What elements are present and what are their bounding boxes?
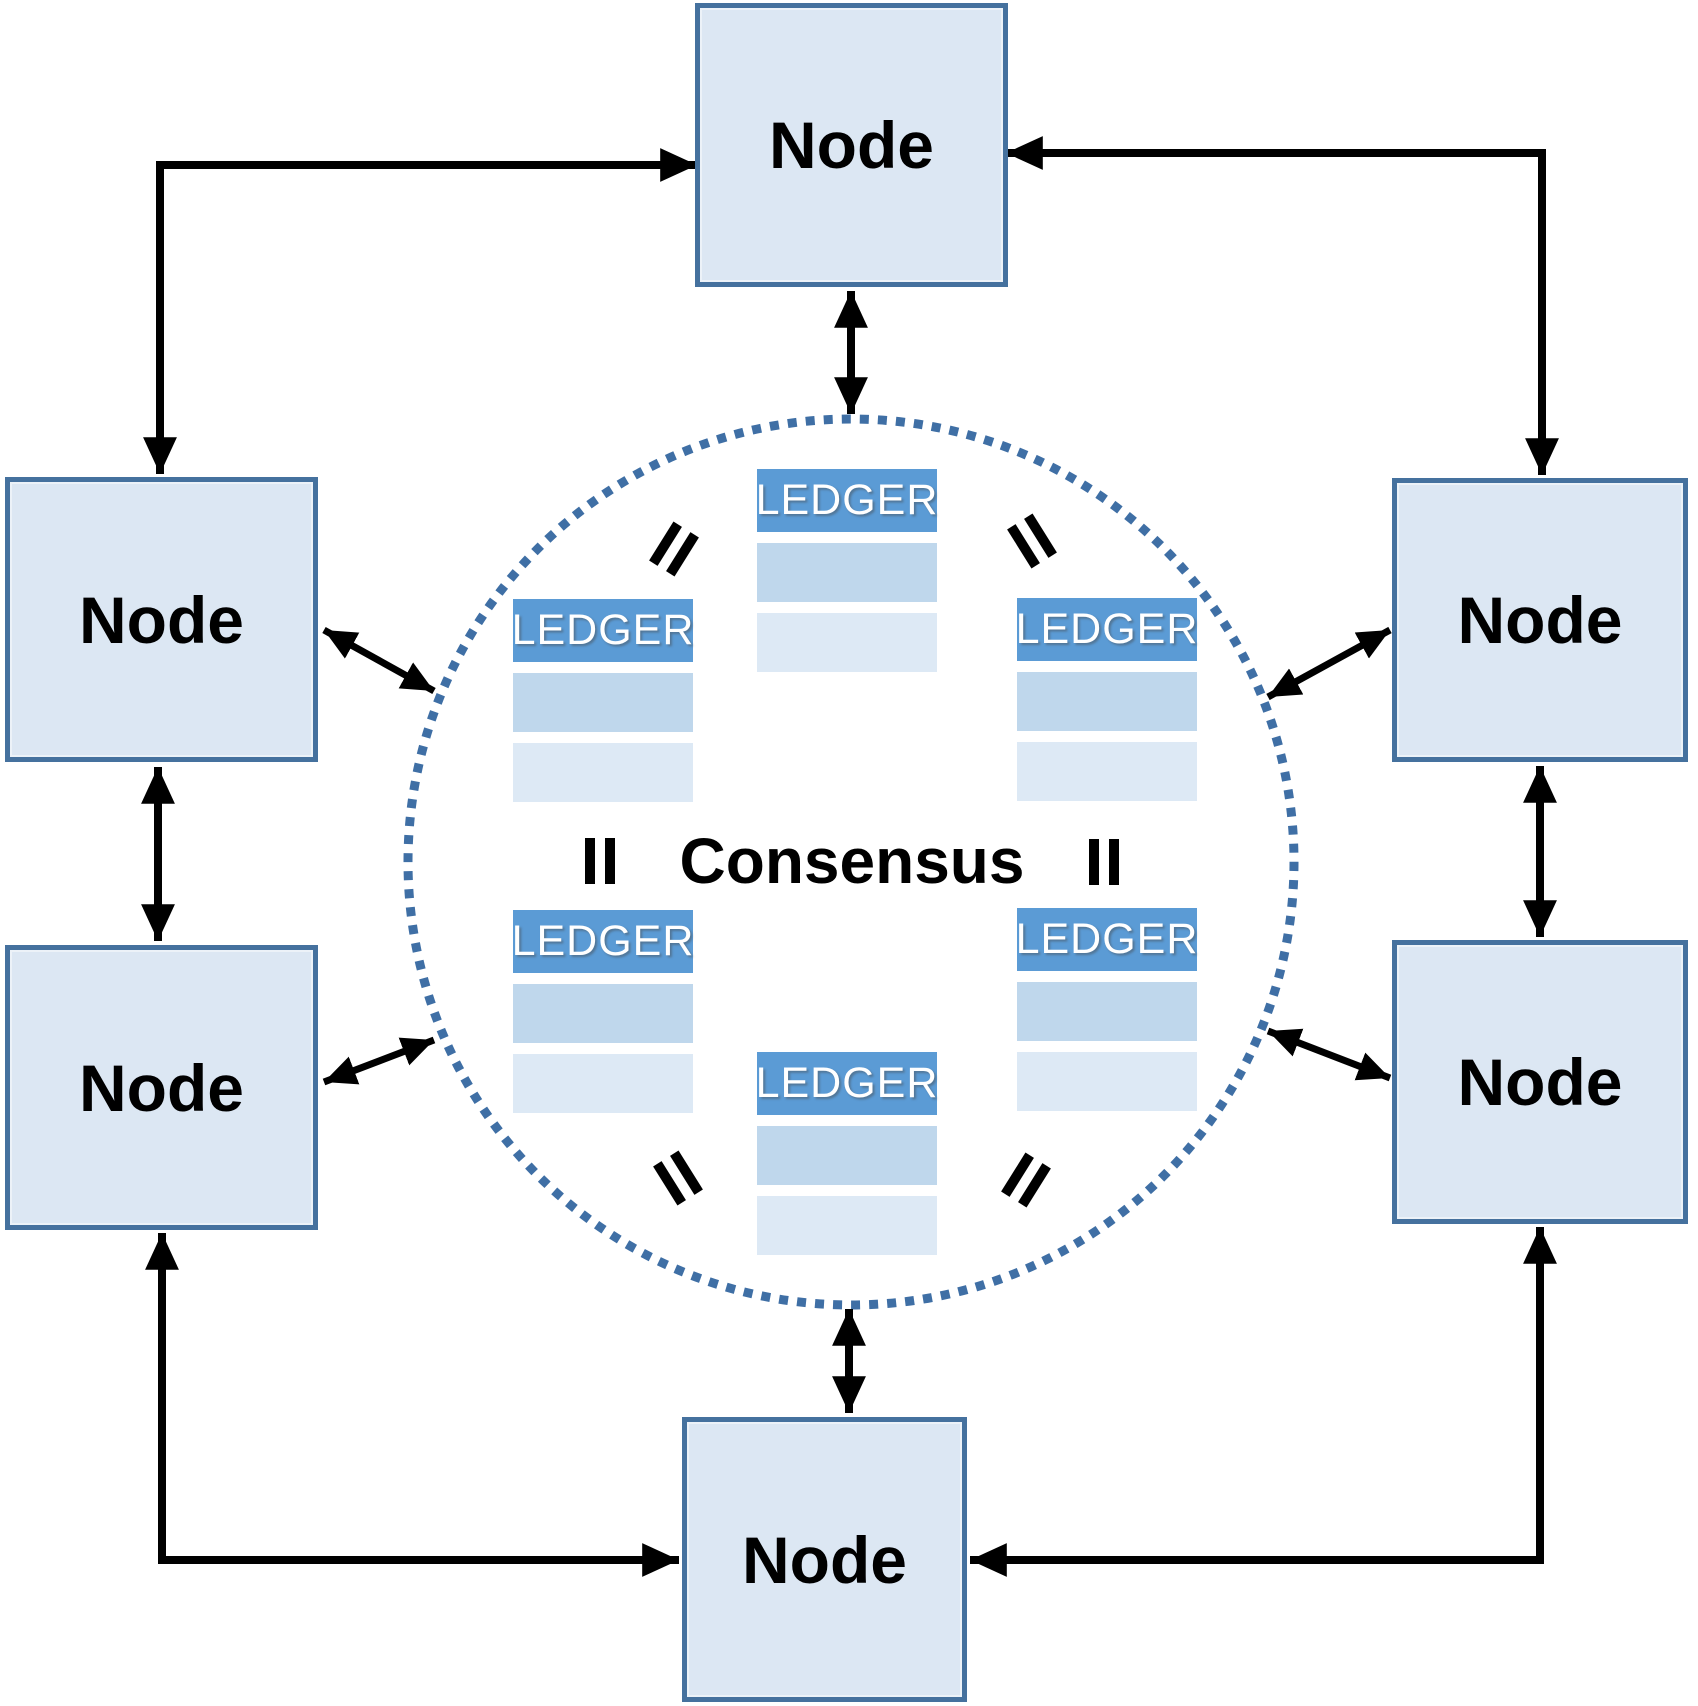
ledger-row bbox=[757, 543, 937, 602]
consensus-circle bbox=[403, 414, 1299, 1310]
consensus-label: Consensus bbox=[679, 825, 1025, 897]
ledger-row bbox=[513, 1054, 693, 1113]
node-box-upper-right: Node bbox=[1392, 478, 1688, 762]
ledger-table-top: LEDGER bbox=[756, 469, 937, 672]
ledger-table-lower-right: LEDGER bbox=[1016, 908, 1197, 1111]
equals-icon bbox=[1089, 839, 1119, 885]
connector-lowerleft-to-bottom bbox=[145, 1233, 679, 1577]
ledger-row bbox=[1017, 982, 1197, 1041]
ledger-row bbox=[513, 743, 693, 802]
node-label: Node bbox=[1457, 583, 1623, 657]
node-label: Node bbox=[79, 582, 244, 657]
node-box-lower-left: Node bbox=[5, 945, 318, 1230]
ledger-table-upper-right: LEDGER bbox=[1016, 598, 1197, 801]
ledger-header: LEDGER bbox=[756, 1052, 937, 1115]
ledger-header: LEDGER bbox=[512, 599, 693, 662]
ledger-row bbox=[513, 673, 693, 732]
connector-upperleft-to-circle bbox=[322, 626, 436, 695]
node-box-upper-left: Node bbox=[5, 477, 318, 762]
node-box-bottom: Node bbox=[682, 1417, 967, 1702]
ledger-table-upper-left: LEDGER bbox=[512, 599, 693, 802]
ledger-header: LEDGER bbox=[512, 910, 693, 973]
node-box-lower-right: Node bbox=[1392, 940, 1688, 1224]
ledger-row bbox=[1017, 672, 1197, 731]
node-label: Node bbox=[769, 108, 934, 182]
equals-icon bbox=[585, 838, 615, 884]
ledger-header: LEDGER bbox=[1016, 598, 1197, 661]
ledger-row bbox=[1017, 742, 1197, 801]
connector-lowerright-to-circle bbox=[1266, 1027, 1392, 1082]
node-label: Node bbox=[1457, 1045, 1623, 1119]
connector-lowerright-to-bottom bbox=[970, 1227, 1557, 1577]
ledger-row bbox=[757, 1126, 937, 1185]
ledger-row bbox=[513, 984, 693, 1043]
connector-top-to-upperleft bbox=[143, 148, 697, 474]
connector-upperright-to-circle bbox=[1266, 626, 1392, 701]
ledger-row bbox=[757, 613, 937, 672]
node-box-top: Node bbox=[695, 3, 1008, 287]
node-label: Node bbox=[742, 1522, 907, 1597]
node-label: Node bbox=[79, 1050, 244, 1125]
ledger-table-lower-left: LEDGER bbox=[512, 910, 693, 1113]
connector-lowerleft-to-circle bbox=[322, 1036, 436, 1086]
connector-top-to-upperright bbox=[1006, 136, 1559, 475]
ledger-row bbox=[757, 1196, 937, 1255]
ledger-row bbox=[1017, 1052, 1197, 1111]
ledger-header: LEDGER bbox=[756, 469, 937, 532]
ledger-table-bottom: LEDGER bbox=[756, 1052, 937, 1255]
ledger-header: LEDGER bbox=[1016, 908, 1197, 971]
